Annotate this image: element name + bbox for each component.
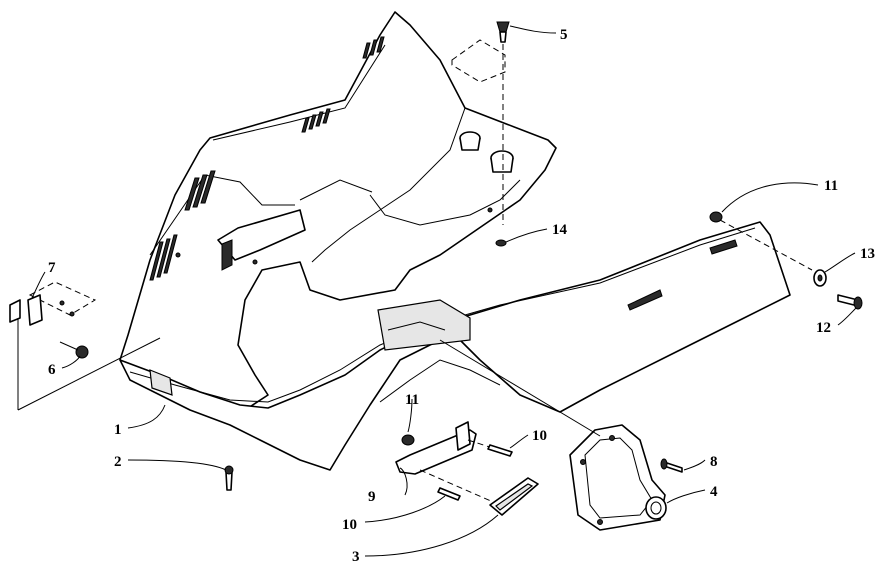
callout-labels: 1 2 3 4 5 6 7 8 9 10 10 11 11 12 13 14 — [48, 27, 875, 565]
bezel-4 — [439, 339, 667, 531]
callout-1: 1 — [114, 422, 122, 438]
washer-13 — [813, 269, 827, 287]
callout-12: 12 — [816, 320, 831, 336]
bracket-7 — [9, 281, 161, 411]
footwell-panel — [119, 221, 791, 471]
fastener-5 — [451, 21, 510, 225]
body-panel — [119, 11, 557, 411]
callout-10-left: 10 — [342, 517, 357, 533]
reflector-3 — [489, 477, 539, 516]
callout-4: 4 — [710, 484, 718, 500]
callout-3: 3 — [352, 549, 360, 565]
callout-13: 13 — [860, 246, 875, 262]
leader-lines — [31, 25, 857, 557]
callout-11-lower: 11 — [405, 392, 419, 408]
callout-5: 5 — [560, 27, 568, 43]
rivet-6 — [59, 341, 89, 359]
callout-9: 9 — [368, 489, 376, 505]
pin-2 — [224, 465, 234, 491]
grommet-14 — [495, 239, 507, 247]
pin-10-right — [487, 444, 513, 457]
callout-11-upper: 11 — [824, 178, 838, 194]
pin-10-left — [437, 487, 461, 501]
callout-2: 2 — [114, 454, 122, 470]
callout-7: 7 — [48, 260, 56, 276]
callout-14: 14 — [552, 222, 568, 238]
washer-11-upper — [709, 211, 813, 271]
callout-10-right: 10 — [532, 428, 547, 444]
callout-6: 6 — [48, 362, 56, 378]
callout-8: 8 — [710, 454, 718, 470]
screw-12 — [837, 294, 863, 310]
screw-8 — [660, 458, 683, 473]
